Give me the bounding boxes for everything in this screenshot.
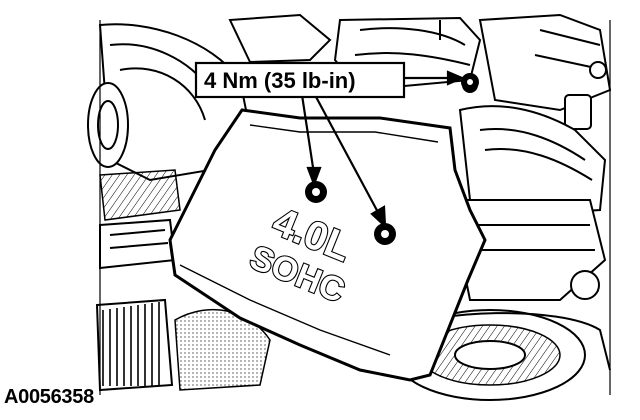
bolt-icon xyxy=(305,181,327,203)
torque-callout: 4 Nm (35 lb-in) xyxy=(194,61,406,99)
bolt-icon xyxy=(374,223,396,245)
bolt-icon xyxy=(461,73,479,91)
timing-cover: 4.0L SOHC xyxy=(168,108,487,382)
figure-id: A0056358 xyxy=(4,386,94,408)
leader-arrow-icon xyxy=(300,70,465,229)
torque-callout-label: 4 Nm (35 lb-in) xyxy=(204,68,356,93)
